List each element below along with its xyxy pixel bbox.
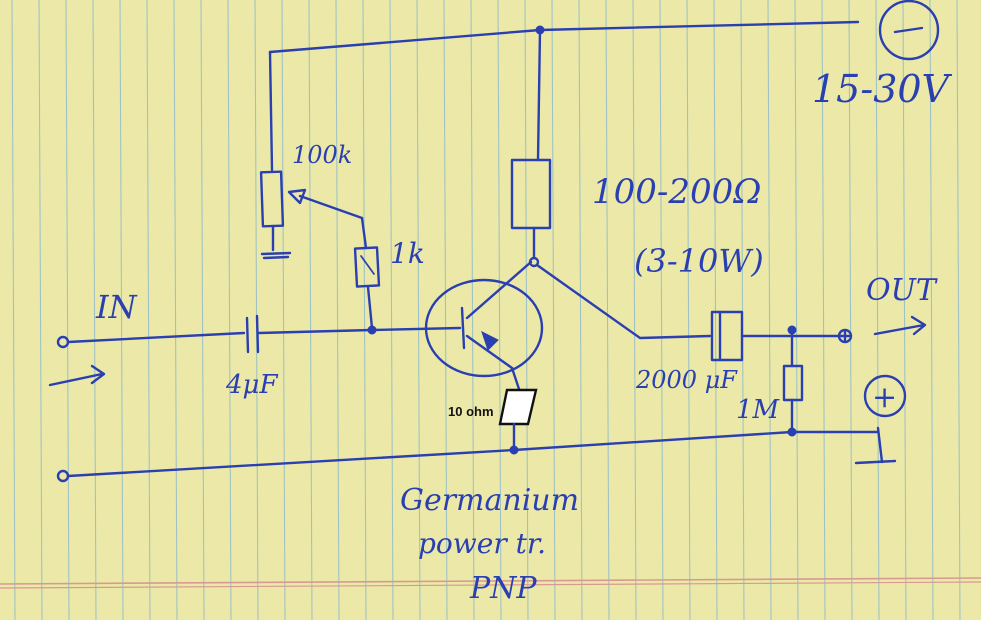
emitter-resistor-label: 10 ohm: [448, 404, 494, 419]
transistor-type-line2: power tr.: [418, 527, 546, 560]
rule-line: [443, 0, 448, 620]
rule-line: [605, 0, 610, 620]
rule-line: [740, 0, 745, 620]
rule-line: [38, 0, 43, 620]
rule-line: [767, 0, 772, 620]
rule-line: [281, 0, 286, 620]
output-cap-label: 2000 μF: [635, 366, 738, 394]
rule-line: [524, 0, 529, 620]
pot-wiring: [259, 50, 364, 260]
load-resistor-label: 100-200Ω: [592, 172, 761, 212]
rule-line: [956, 0, 961, 620]
output-resistor-label: 1M: [736, 395, 781, 425]
polarity-marks: [863, 0, 940, 418]
rule-line: [335, 0, 340, 620]
rule-line: [92, 0, 97, 620]
rule-line: [416, 0, 421, 620]
ground-rail: [56, 426, 897, 483]
bias-resistor: [353, 216, 381, 335]
rule-line: [686, 0, 691, 620]
pot-label: 100k: [292, 141, 352, 169]
load-resistor: [510, 28, 552, 268]
rule-line: [227, 0, 232, 620]
rule-line: [497, 0, 502, 620]
rule-line: [65, 0, 70, 620]
rule-line: [551, 0, 556, 620]
rule-line: [389, 0, 394, 620]
rule-line: [794, 0, 799, 620]
rule-line: [929, 0, 934, 620]
transistor: [370, 260, 544, 394]
rule-line: [578, 0, 583, 620]
transistor-type-line1: Germanium: [400, 483, 579, 518]
paper-rule-lines: [11, 0, 961, 620]
supply-voltage-label: 15-30V: [812, 67, 953, 111]
rule-line: [254, 0, 259, 620]
rule-line: [902, 0, 907, 620]
transistor-type-line3: PNP: [469, 571, 537, 606]
output-label: OUT: [866, 273, 938, 308]
load-power-label: (3-10W): [634, 242, 764, 280]
bias-resistor-label: 1k: [390, 237, 425, 270]
rule-line: [632, 0, 637, 620]
rule-line: [470, 0, 475, 620]
rule-line: [713, 0, 718, 620]
rule-line: [173, 0, 178, 620]
output-capacitor-wiring: [535, 263, 927, 362]
emitter-resistor: [498, 388, 538, 455]
rule-line: [146, 0, 151, 620]
rule-line: [875, 0, 880, 620]
input-label: IN: [95, 288, 138, 326]
input-line: [48, 314, 374, 387]
rule-line: [362, 0, 367, 620]
supply-rail: [268, 20, 860, 54]
rule-line: [11, 0, 16, 620]
ground-sign-label: +: [872, 380, 897, 415]
rule-line: [308, 0, 313, 620]
rule-line: [821, 0, 826, 620]
rule-line: [659, 0, 664, 620]
rule-line: [119, 0, 124, 620]
input-cap-label: 4μF: [225, 370, 278, 400]
rule-line: [848, 0, 853, 620]
output-resistor: [782, 328, 804, 437]
rule-line: [200, 0, 205, 620]
supply-sign-label: −: [908, 35, 909, 37]
paper-margin-lines: [0, 577, 981, 589]
